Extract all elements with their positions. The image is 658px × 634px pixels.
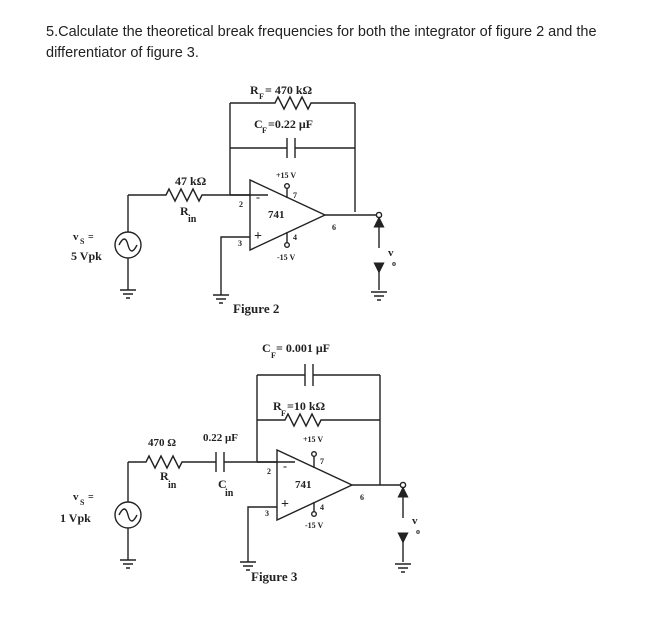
fig2-pin7: 7: [293, 191, 297, 200]
fig3-sine-icon: [118, 508, 138, 522]
fig2-plus-sign: +: [254, 229, 262, 244]
fig2-cf-sub: F: [262, 126, 267, 135]
fig2-vs-eq: =: [88, 232, 94, 243]
fig2-sine-icon: [118, 238, 138, 252]
fig3-vs-eq: =: [88, 492, 94, 503]
fig2-rf-sub: F: [259, 92, 264, 101]
fig2-output-ground-icon: [371, 291, 387, 301]
fig2-vs-sub: S: [80, 237, 85, 246]
fig3-cf-sub: F: [271, 351, 276, 360]
fig3-vneg: -15 V: [305, 521, 324, 530]
fig2-vpos: +15 V: [276, 171, 296, 180]
fig3-caption: Figure 3: [251, 569, 298, 584]
fig2-feedback-wires: [229, 103, 356, 212]
fig2-caption: Figure 2: [233, 301, 279, 316]
fig3-output-terminal: [399, 481, 407, 489]
fig3-plus-sign: +: [281, 497, 289, 512]
fig3-output-ground-icon: [395, 563, 411, 573]
fig2-opamp-label: 741: [268, 209, 285, 221]
fig3-rin-resistor: [128, 454, 216, 470]
fig2-pin2: 2: [239, 200, 243, 209]
fig3-cin-value: 0.22 μF: [203, 432, 238, 444]
fig3-pin6: 6: [360, 493, 364, 502]
fig2-rin-resistor: [128, 187, 268, 203]
fig3-pin7: 7: [320, 457, 324, 466]
fig2-cf-label: C: [254, 117, 263, 131]
fig2-pin3: 3: [238, 239, 242, 248]
fig3-vo-label: v: [412, 515, 418, 527]
fig3-vo-sub: o: [416, 527, 420, 536]
fig3-vs-sub: S: [80, 498, 85, 507]
fig3-pin3: 3: [265, 509, 269, 518]
fig2-source-ground-icon: [120, 289, 136, 299]
fig2-rin-sub: in: [188, 214, 197, 225]
fig3-cf-capacitor: [257, 364, 380, 386]
fig3-vs-label: v: [73, 491, 79, 503]
fig3-minus-sign: -: [283, 459, 287, 473]
fig3-pin7-terminal: [311, 451, 318, 458]
fig2-pin4: 4: [293, 233, 297, 242]
fig2-rin-label: R: [180, 204, 189, 218]
fig3-pin4: 4: [320, 503, 324, 512]
fig2-pin6: 6: [332, 223, 336, 232]
fig3-vpos: +15 V: [303, 435, 323, 444]
fig3-rin-sub: in: [168, 480, 177, 491]
fig3-rin-label: R: [160, 469, 169, 483]
fig2-vs-label: v: [73, 231, 79, 243]
fig3-opamp-label: 741: [295, 479, 312, 491]
fig3-rin-value: 470 Ω: [148, 437, 176, 449]
fig3-cin-sub: in: [225, 488, 234, 499]
fig2-rf-value: = 470 kΩ: [265, 83, 313, 97]
fig2-cf-value: =0.22 μF: [268, 117, 313, 131]
fig2-vo-sub: o: [392, 259, 396, 268]
fig3-ac-source: [114, 501, 142, 529]
fig3-noninverting-wire: [247, 506, 277, 562]
fig3-rf-resistor: [257, 412, 380, 428]
fig3-pin2: 2: [267, 467, 271, 476]
fig2-cf-capacitor: [230, 138, 355, 158]
fig2-pin7-terminal: [284, 182, 291, 189]
fig3-pin4-terminal: [311, 511, 318, 518]
fig3-cf-value: = 0.001 μF: [276, 341, 330, 355]
fig2-rf-resistor: [230, 95, 355, 111]
fig3-rf-value: =10 kΩ: [287, 399, 326, 413]
fig3-rf-label: R: [273, 399, 282, 413]
figure3-differentiator: C F = 0.001 μF R F =10 kΩ 470 Ω R in 0.2…: [60, 341, 420, 584]
fig2-vneg: -15 V: [277, 253, 296, 262]
fig2-rin-value: 47 kΩ: [175, 174, 207, 188]
fig3-cf-label: C: [262, 341, 271, 355]
fig2-vs-value: 5 Vpk: [71, 249, 102, 263]
fig2-minus-sign: -: [256, 190, 260, 204]
fig3-vs-value: 1 Vpk: [60, 511, 91, 525]
fig3-cin-label: C: [218, 477, 227, 491]
fig2-noninverting-wire: [220, 236, 250, 295]
figure2-integrator: R F = 470 kΩ C F =0.22 μF 47 kΩ R in v S…: [71, 83, 396, 316]
fig2-output-terminal: [375, 211, 383, 219]
fig3-feedback-wires: [256, 375, 381, 485]
fig3-ground-icon: [240, 561, 256, 571]
fig3-rf-sub: F: [281, 409, 286, 418]
fig2-rf-label: R: [250, 83, 259, 97]
fig2-vo-label: v: [388, 247, 394, 259]
fig3-source-ground-icon: [120, 559, 136, 569]
fig2-pin4-terminal: [284, 241, 291, 248]
fig2-ac-source: [114, 231, 142, 259]
question-text: 5.Calculate the theoretical break freque…: [46, 24, 597, 61]
fig2-ground-icon: [213, 294, 229, 304]
